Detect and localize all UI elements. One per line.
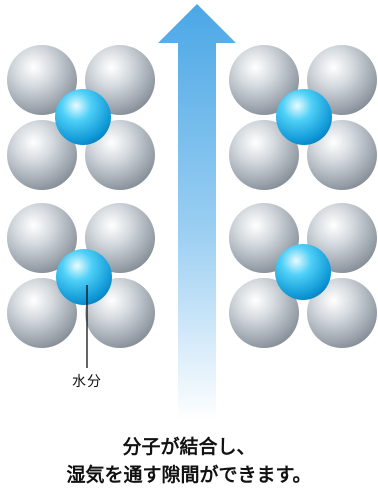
molecule-cluster-bottom-right — [229, 203, 377, 348]
water-molecule — [56, 249, 112, 305]
molecule-cluster-top-left — [7, 45, 155, 190]
water-molecule — [275, 244, 331, 300]
caption-line-1: 分子が結合し、 — [122, 436, 256, 458]
upward-arrow — [158, 4, 236, 421]
water-molecule — [55, 89, 111, 145]
molecule-cluster-bottom-left — [7, 203, 155, 348]
water-molecule — [276, 89, 332, 145]
water-label: 水分 — [72, 374, 102, 390]
caption-line-2: 湿気を通す隙間ができます。 — [66, 464, 312, 486]
molecule-cluster-top-right — [229, 45, 377, 190]
